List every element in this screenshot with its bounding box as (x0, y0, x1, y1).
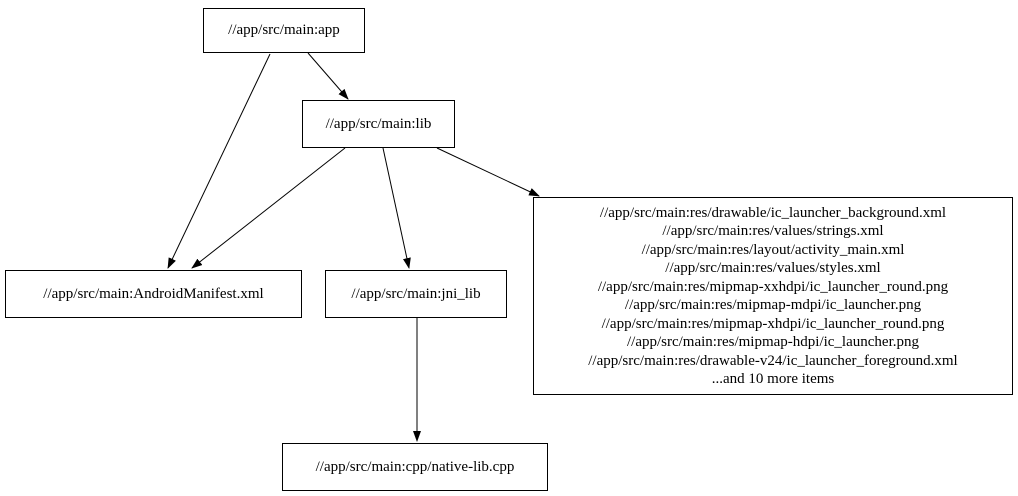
node-native-lib-cpp-label: //app/src/main:cpp/native-lib.cpp (315, 458, 515, 475)
edge-app-to-lib (307, 52, 349, 100)
edge-lib-to-manifest (191, 147, 346, 269)
node-res-files: //app/src/main:res/drawable/ic_launcher_… (533, 197, 1013, 395)
res-file-item: //app/src/main:res/values/strings.xml (662, 223, 884, 239)
node-native-lib-cpp: //app/src/main:cpp/native-lib.cpp (282, 443, 548, 491)
res-file-item: //app/src/main:res/mipmap-hdpi/ic_launch… (626, 334, 919, 350)
edge-lib-to-jni-lib (382, 147, 411, 269)
node-app: //app/src/main:app (203, 8, 365, 53)
res-file-item: //app/src/main:res/layout/activity_main.… (641, 241, 905, 258)
node-android-manifest-label: //app/src/main:AndroidManifest.xml (43, 285, 264, 302)
res-file-item: //app/src/main:res/mipmap-mdpi/ic_launch… (624, 297, 922, 313)
res-file-item: //app/src/main:res/values/styles.xml (665, 260, 881, 276)
edge-lib-to-res (436, 147, 540, 197)
node-lib-label: //app/src/main:lib (325, 115, 432, 132)
node-android-manifest: //app/src/main:AndroidManifest.xml (5, 270, 302, 318)
res-file-item: //app/src/main:res/drawable-v24/ic_launc… (588, 352, 958, 369)
res-file-item: //app/src/main:res/mipmap-xxhdpi/ic_laun… (597, 278, 949, 295)
edge-app-to-manifest (167, 53, 271, 269)
node-jni-lib-label: //app/src/main:jni_lib (351, 285, 481, 302)
res-more-items-note: ...and 10 more items (711, 371, 835, 387)
res-file-item: //app/src/main:res/drawable/ic_launcher_… (599, 204, 947, 221)
node-lib: //app/src/main:lib (302, 100, 455, 148)
node-jni-lib: //app/src/main:jni_lib (325, 270, 507, 318)
node-app-label: //app/src/main:app (228, 22, 340, 38)
res-file-item: //app/src/main:res/mipmap-xhdpi/ic_launc… (601, 315, 945, 332)
